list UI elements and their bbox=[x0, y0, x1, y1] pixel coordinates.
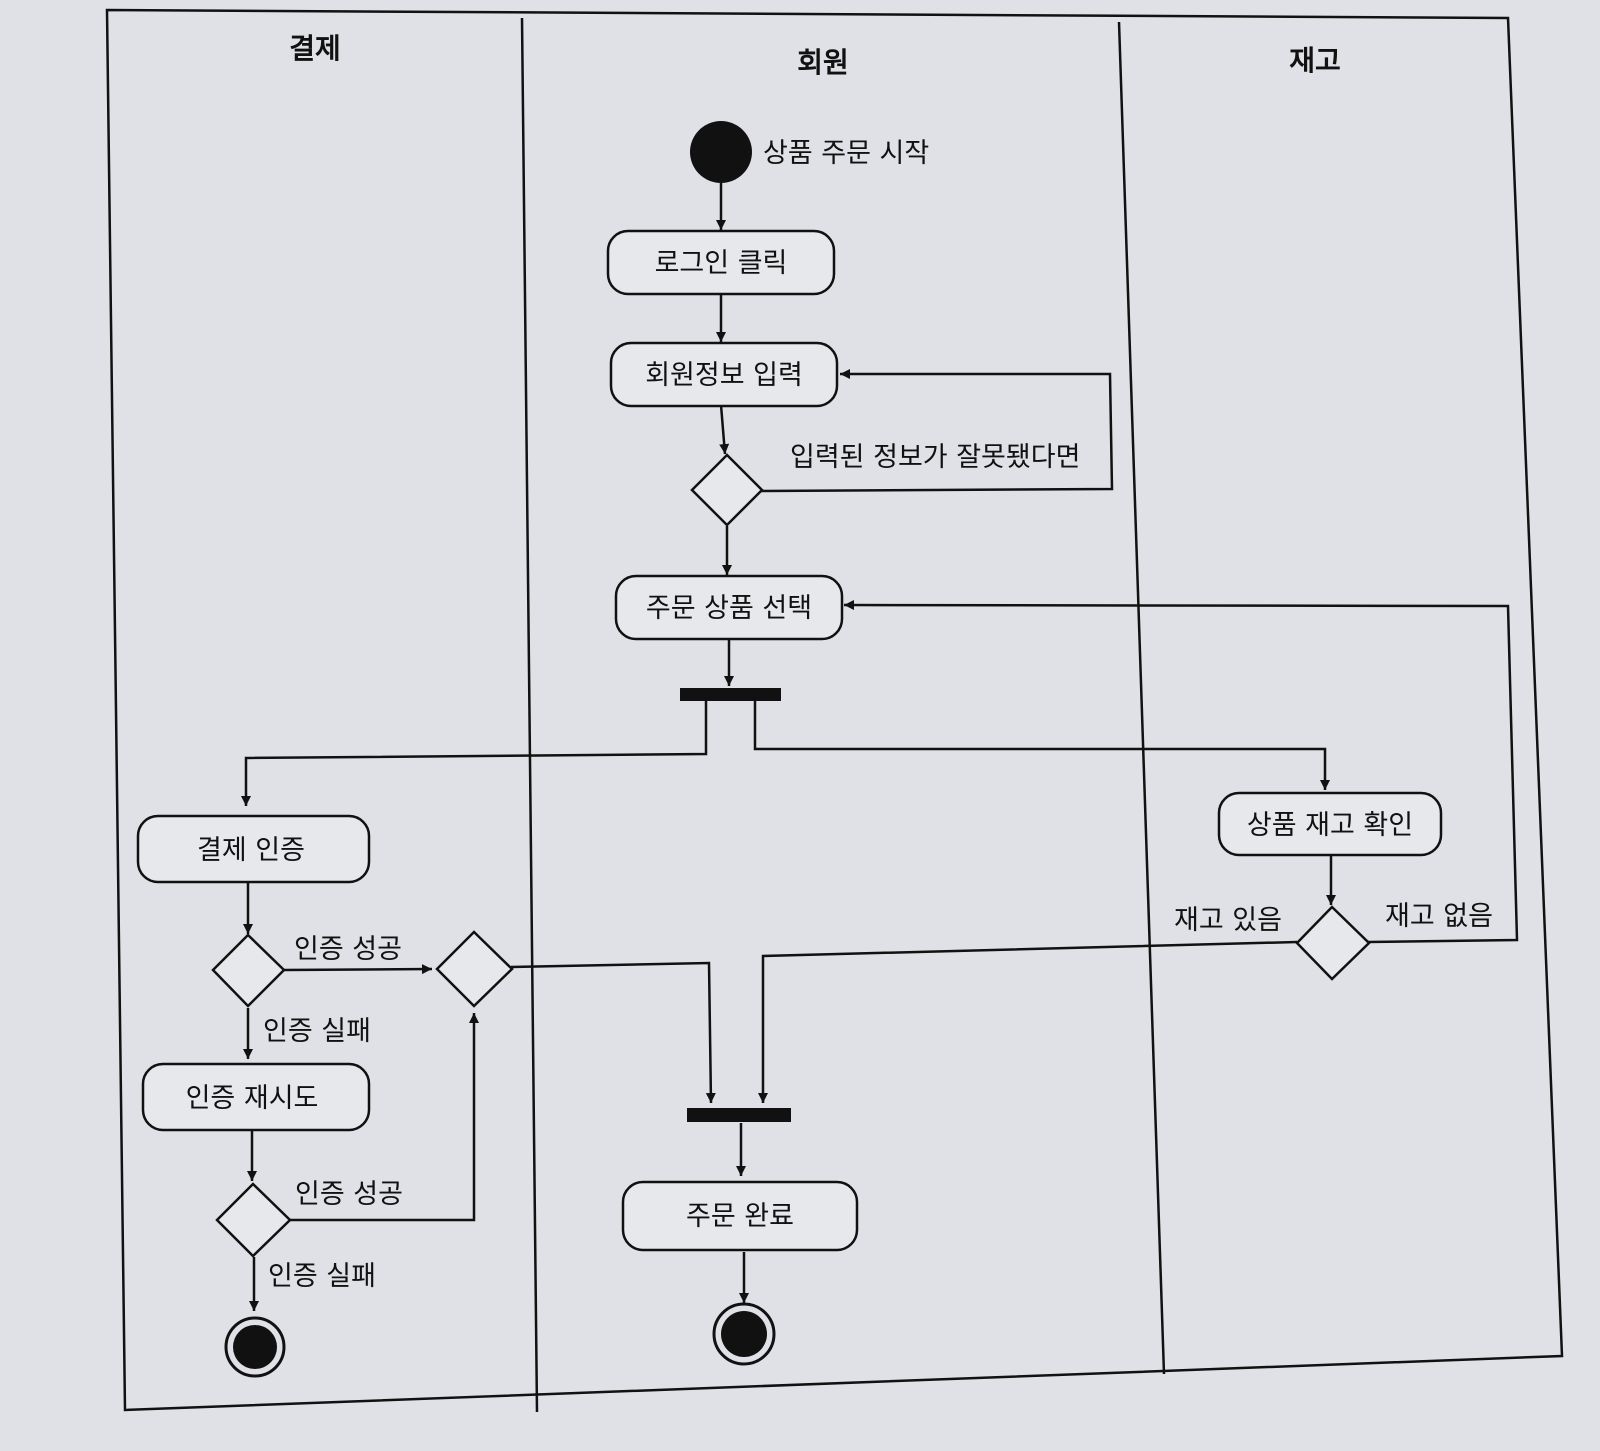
edge-auth-success-1 bbox=[283, 964, 433, 975]
action-check-stock bbox=[1217, 791, 1443, 857]
guard-in-stock: 재고 있음 bbox=[1174, 905, 1282, 936]
end-node-payment-ring bbox=[224, 1316, 286, 1378]
guard-out-of-stock: 재고 없음 bbox=[1385, 901, 1493, 932]
merge-auth-success bbox=[435, 930, 514, 1008]
decision-member-info bbox=[690, 453, 764, 527]
action-login-click-label: 로그인 클릭 bbox=[655, 248, 788, 279]
action-member-info-input-label: 회원정보 입력 bbox=[645, 360, 803, 391]
action-member-info-input bbox=[609, 341, 839, 408]
guard-auth-success-2: 인증 성공 bbox=[295, 1179, 403, 1210]
decision-payment-auth bbox=[211, 933, 286, 1008]
join-bar bbox=[687, 1108, 791, 1122]
guard-auth-fail-1: 인증 실패 bbox=[263, 1016, 371, 1047]
swimlane-title-payment: 결제 bbox=[289, 32, 341, 65]
start-label: 상품 주문 시작 bbox=[763, 138, 929, 169]
edge-auth-success-2 bbox=[289, 1013, 479, 1222]
fork-bar bbox=[680, 688, 781, 701]
start-node bbox=[690, 121, 752, 183]
end-node-order-ring bbox=[712, 1302, 776, 1366]
edge-in-stock bbox=[758, 940, 1298, 1103]
end-node-order bbox=[721, 1311, 767, 1357]
action-retry-auth-label: 인증 재시도 bbox=[186, 1083, 319, 1114]
action-login-click bbox=[606, 229, 836, 296]
guard-auth-fail-2: 인증 실패 bbox=[268, 1261, 376, 1292]
guard-invalid-info: 입력된 정보가 잘못됐다면 bbox=[790, 442, 1080, 473]
edge-input-to-decision bbox=[719, 404, 730, 455]
action-select-products bbox=[614, 574, 844, 641]
edge-fork-to-stock bbox=[753, 696, 1330, 790]
action-order-complete-label: 주문 완료 bbox=[686, 1201, 794, 1232]
action-select-products-label: 주문 상품 선택 bbox=[646, 593, 812, 624]
action-order-complete bbox=[621, 1180, 859, 1252]
edge-fork-to-payment bbox=[241, 696, 708, 806]
swimlane-divider-1 bbox=[520, 17, 539, 1413]
action-retry-auth bbox=[141, 1062, 371, 1132]
action-payment-auth bbox=[136, 814, 371, 884]
edge-out-of-stock bbox=[843, 600, 1519, 944]
decision-retry-auth bbox=[215, 1182, 292, 1258]
edge-invalid-loop bbox=[759, 369, 1114, 493]
swimlane-title-stock: 재고 bbox=[1289, 44, 1341, 77]
swimlane-title-member: 회원 bbox=[797, 46, 849, 79]
action-payment-auth-label: 결제 인증 bbox=[197, 835, 305, 866]
swimlane-divider-2 bbox=[1117, 21, 1166, 1375]
edge-merge-to-join bbox=[510, 961, 716, 1104]
action-check-stock-label: 상품 재고 확인 bbox=[1247, 810, 1413, 841]
swimlane-frame bbox=[105, 8, 1564, 1412]
end-node-payment bbox=[233, 1325, 277, 1369]
decision-stock bbox=[1295, 905, 1371, 981]
guard-auth-success-1: 인증 성공 bbox=[294, 934, 402, 965]
